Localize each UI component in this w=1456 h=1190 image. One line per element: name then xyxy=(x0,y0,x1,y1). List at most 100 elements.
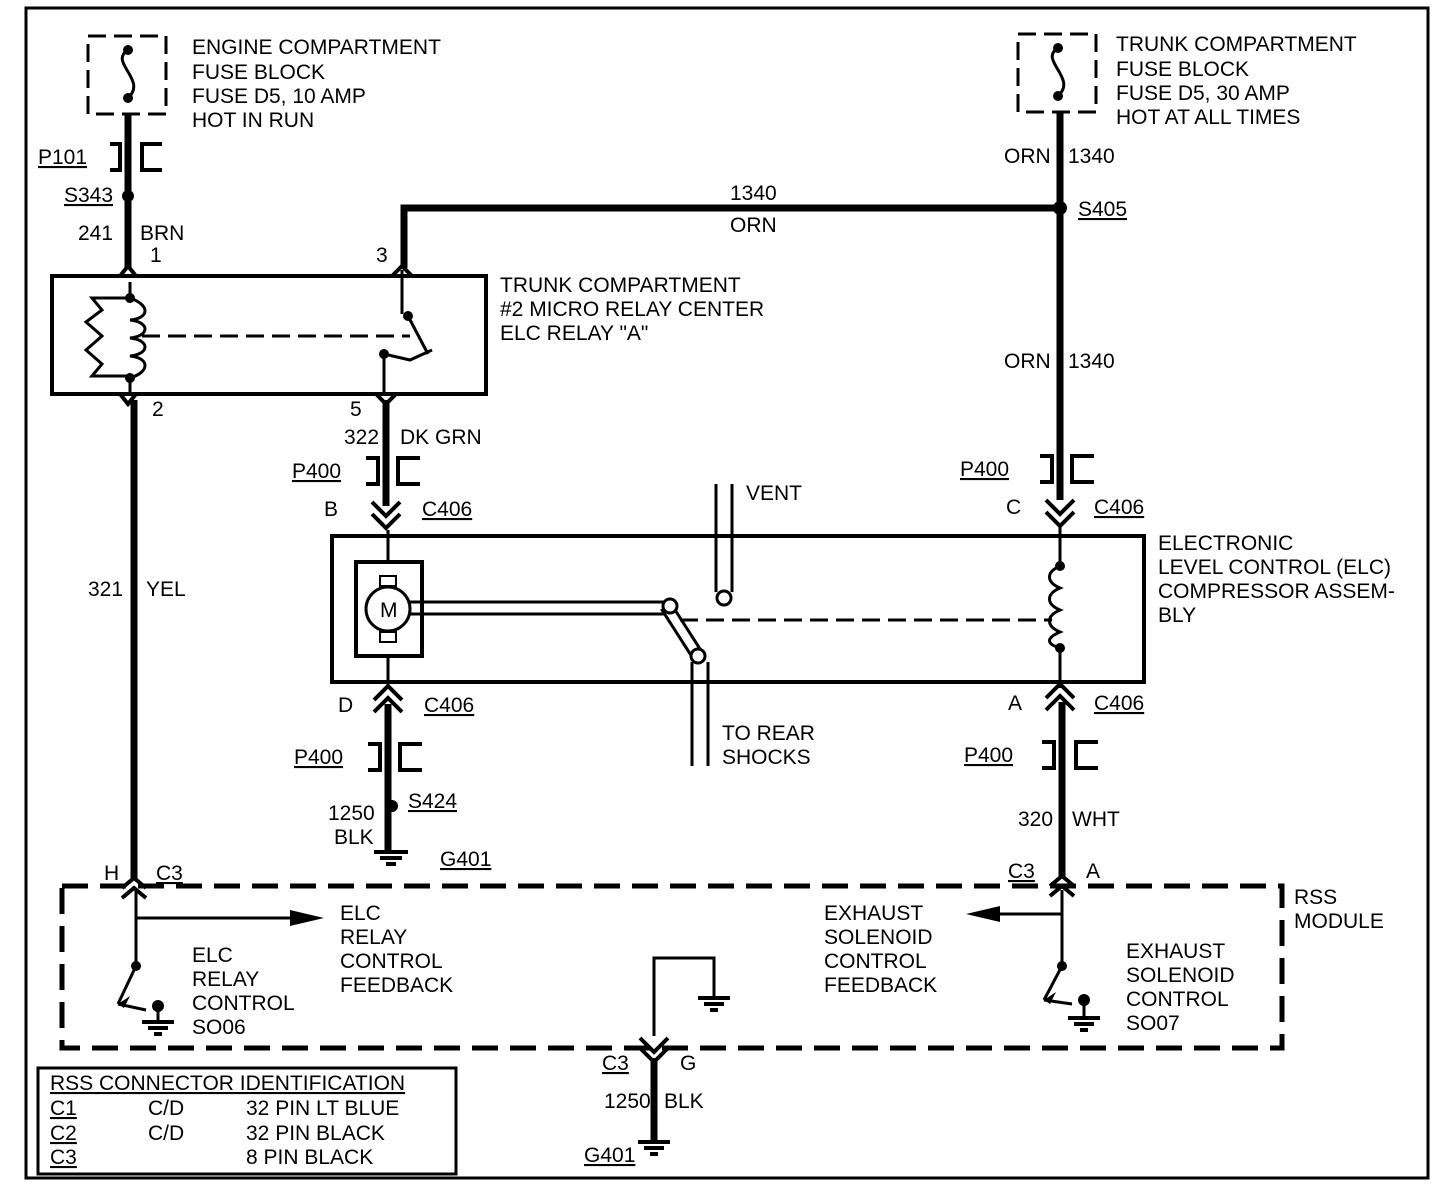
c3-label-g: C3 xyxy=(602,1052,629,1075)
wire-321-number: 321 xyxy=(88,578,123,601)
relay-pin3: 3 xyxy=(376,244,388,267)
orn-label-h: ORN xyxy=(730,214,777,237)
pin-b-label: B xyxy=(324,498,338,521)
c406-terminal-d xyxy=(372,683,404,714)
s424-label: S424 xyxy=(408,790,457,813)
wire-1250-color-d: BLK xyxy=(334,826,374,849)
c406-terminal-b xyxy=(370,500,402,531)
relay-pin2: 2 xyxy=(152,398,164,421)
elc-control-line3: CONTROL xyxy=(192,992,295,1015)
engine-fuse-line4: HOT IN RUN xyxy=(192,109,314,132)
exhaust-solenoid-control-switch xyxy=(966,890,1100,1032)
c3-label-a: C3 xyxy=(1008,860,1035,883)
s343-label: S343 xyxy=(64,184,113,207)
compressor-line4: BLY xyxy=(1158,604,1196,627)
s343-splice xyxy=(122,190,134,202)
wire-241-number: 241 xyxy=(78,222,113,245)
motor-label: M xyxy=(380,599,398,622)
p400-connector-a xyxy=(1042,740,1098,770)
table-row-2-type: C/D xyxy=(148,1122,184,1145)
c406-terminal-a xyxy=(1044,681,1076,712)
table-row-3-id: C3 xyxy=(50,1146,77,1169)
exh-control-line4: SO07 xyxy=(1126,1012,1180,1035)
connector-table-title: RSS CONNECTOR IDENTIFICATION xyxy=(50,1072,405,1095)
wire-241-color: BRN xyxy=(140,222,184,245)
p400-connector-b xyxy=(366,456,420,486)
orn-label-mid: ORN xyxy=(1004,350,1051,373)
orn-label-top: ORN xyxy=(1004,145,1051,168)
wire-1250-number-d: 1250 xyxy=(328,802,375,825)
exhaust-solenoid-coil xyxy=(1048,526,1065,688)
exh-feedback-line2: SOLENOID xyxy=(824,926,933,949)
s424-splice xyxy=(386,800,398,812)
c406-terminal-c xyxy=(1044,498,1076,529)
exh-feedback-line3: CONTROL xyxy=(824,950,927,973)
relay-box xyxy=(50,274,488,396)
exh-feedback-line4: FEEDBACK xyxy=(824,974,937,997)
pin-d-label: D xyxy=(338,694,353,717)
engine-fuse-symbol xyxy=(86,34,168,116)
wire-320-color: WHT xyxy=(1072,808,1120,831)
relay-line1: TRUNK COMPARTMENT xyxy=(500,274,741,297)
pin-a-rss-label: A xyxy=(1086,860,1100,883)
w1340-label-top: 1340 xyxy=(1068,145,1115,168)
compressor-line2: LEVEL CONTROL (ELC) xyxy=(1158,556,1391,579)
wire-1340-orn-horizontal xyxy=(400,204,1060,268)
c406-label-b: C406 xyxy=(422,498,472,521)
c3-terminal-h xyxy=(120,875,148,900)
g401-label-d: G401 xyxy=(440,848,491,871)
p400-label-c: P400 xyxy=(960,458,1009,481)
vent-label: VENT xyxy=(746,482,802,505)
table-row-2-desc: 32 PIN BLACK xyxy=(246,1122,385,1145)
trunk-fuse-symbol xyxy=(1016,32,1098,114)
trunk-fuse-line4: HOT AT ALL TIMES xyxy=(1116,106,1300,129)
relay-pin2-terminal xyxy=(118,392,138,408)
rss-title-line2: MODULE xyxy=(1294,910,1384,933)
elc-control-line2: RELAY xyxy=(192,968,259,991)
trunk-fuse-line3: FUSE D5, 30 AMP xyxy=(1116,82,1290,105)
motor-symbol xyxy=(354,530,424,686)
elc-control-line1: ELC xyxy=(192,944,233,967)
ground-symbol-g xyxy=(638,1140,670,1156)
p400-label-b: P400 xyxy=(292,460,341,483)
relay-switch-symbol xyxy=(379,270,433,394)
vent-tube xyxy=(714,484,734,607)
elc-feedback-line3: CONTROL xyxy=(340,950,443,973)
w1340-label-mid: 1340 xyxy=(1068,350,1115,373)
compressor-line1: ELECTRONIC xyxy=(1158,532,1293,555)
relay-pin5: 5 xyxy=(350,398,362,421)
wire-1250-color-g: BLK xyxy=(664,1090,704,1113)
wire-321-color: YEL xyxy=(146,578,186,601)
ground-symbol-d xyxy=(374,850,408,866)
exh-feedback-line1: EXHAUST xyxy=(824,902,923,925)
pin-g-label: G xyxy=(680,1052,696,1075)
compressor-line3: COMPRESSOR ASSEM- xyxy=(1158,580,1395,603)
c406-label-c: C406 xyxy=(1094,496,1144,519)
c406-label-d: C406 xyxy=(424,694,474,717)
c3-label-h: C3 xyxy=(156,862,183,885)
exh-control-line3: CONTROL xyxy=(1126,988,1229,1011)
diagram-border xyxy=(24,6,1430,1180)
trunk-fuse-line2: FUSE BLOCK xyxy=(1116,58,1249,81)
engine-fuse-line2: FUSE BLOCK xyxy=(192,61,325,84)
c3-terminal-a xyxy=(1048,873,1076,898)
exh-control-line1: EXHAUST xyxy=(1126,940,1225,963)
rss-internal-ground xyxy=(652,956,730,1036)
p400-label-a: P400 xyxy=(964,744,1013,767)
wire-1250-number-g: 1250 xyxy=(604,1090,651,1113)
w1340-label-h: 1340 xyxy=(730,182,777,205)
elc-feedback-line4: FEEDBACK xyxy=(340,974,453,997)
wire-322-color: DK GRN xyxy=(400,426,482,449)
wire-322-number: 322 xyxy=(344,426,379,449)
rear-shocks-line2: SHOCKS xyxy=(722,746,811,769)
valve-pivot-bottom xyxy=(689,647,707,665)
pin-c-label: C xyxy=(1006,496,1021,519)
rear-shocks-line1: TO REAR xyxy=(722,722,815,745)
motor-shaft xyxy=(410,600,670,616)
relay-line3: ELC RELAY "A" xyxy=(500,322,648,345)
p400-label-d: P400 xyxy=(294,746,343,769)
wire-320-number: 320 xyxy=(1018,808,1053,831)
pin-h-label: H xyxy=(104,862,119,885)
p400-connector-c xyxy=(1040,454,1094,484)
rear-shocks-tube xyxy=(690,662,710,766)
